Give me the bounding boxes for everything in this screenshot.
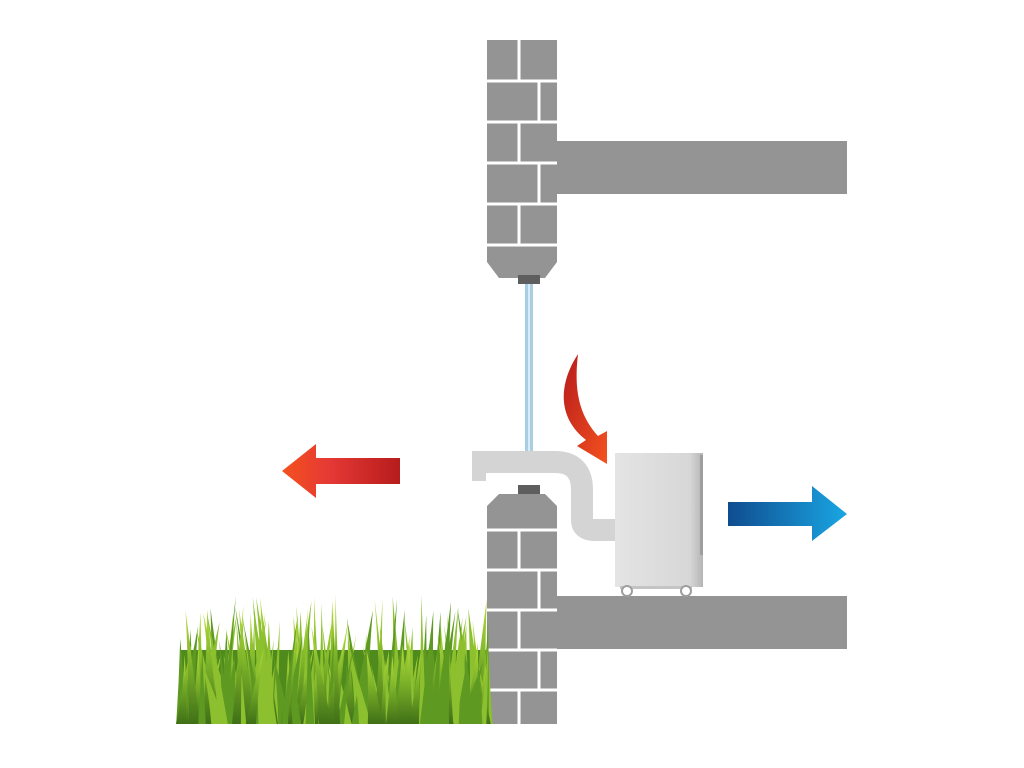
arrow-right-icon bbox=[728, 486, 847, 541]
lower-floor-slab bbox=[557, 596, 847, 649]
window bbox=[518, 275, 540, 464]
grass-icon bbox=[176, 594, 493, 724]
upper-floor-slab bbox=[557, 141, 847, 194]
unit-wheel-right bbox=[680, 585, 692, 597]
curved-arrow-down-icon bbox=[563, 354, 607, 464]
unit-wheel-left bbox=[621, 585, 633, 597]
portable-ac-unit bbox=[615, 453, 703, 597]
upper-brick-wall bbox=[487, 40, 557, 278]
arrow-left-icon bbox=[282, 444, 400, 498]
lower-brick-wall bbox=[487, 485, 557, 724]
exhaust-duct bbox=[472, 451, 616, 541]
